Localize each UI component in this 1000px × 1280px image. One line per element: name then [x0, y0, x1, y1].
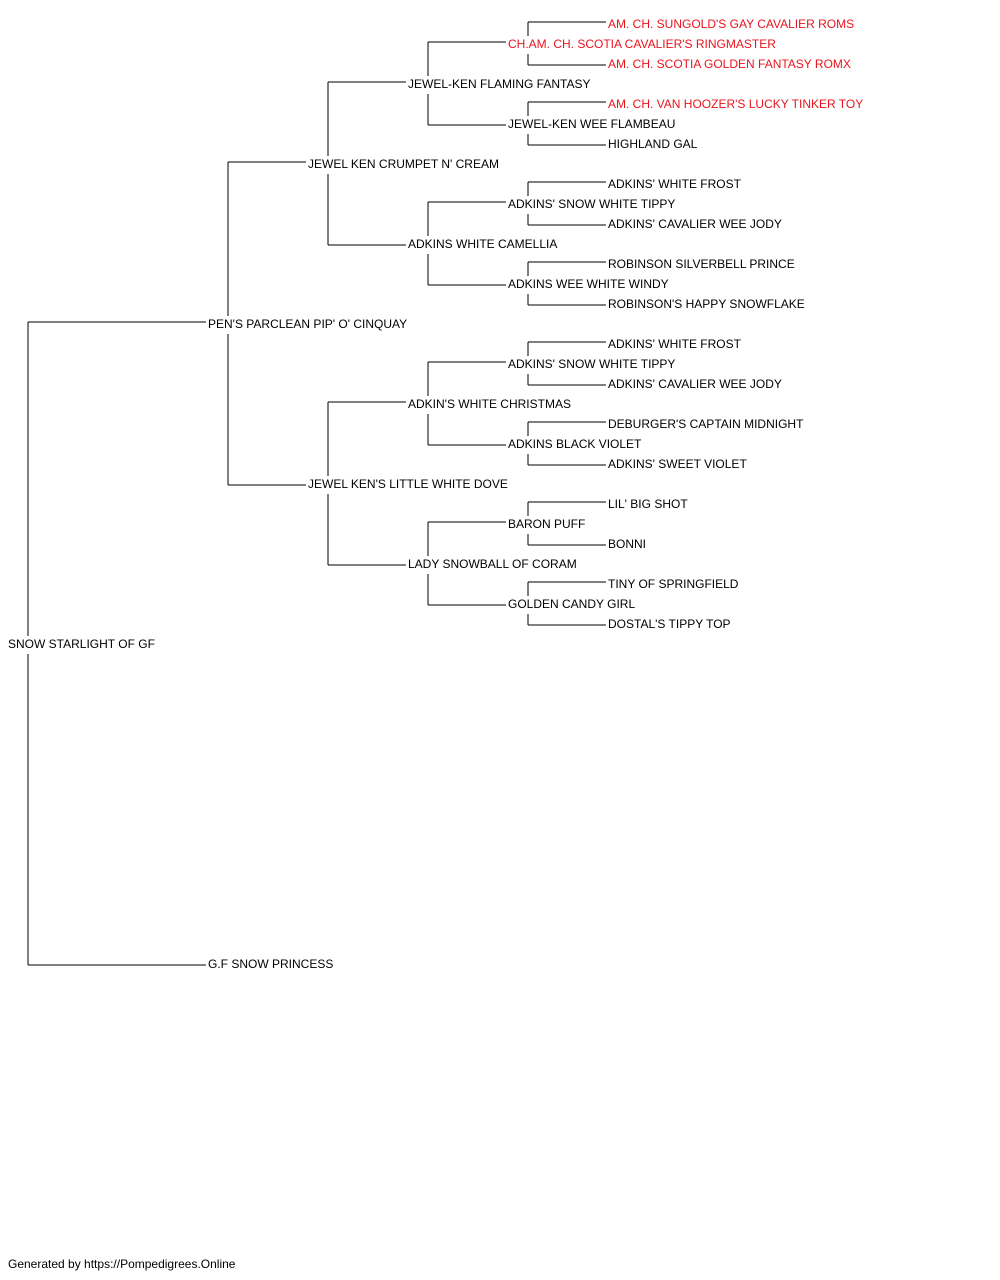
pedigree-name: ADKIN'S WHITE CHRISTMAS — [408, 397, 571, 411]
pedigree-name: DEBURGER'S CAPTAIN MIDNIGHT — [608, 417, 804, 431]
pedigree-name: ADKINS' CAVALIER WEE JODY — [608, 377, 782, 391]
pedigree-name: ADKINS WEE WHITE WINDY — [508, 277, 669, 291]
pedigree-name: JEWEL KEN CRUMPET N' CREAM — [308, 157, 499, 171]
pedigree-name: ADKINS' WHITE FROST — [608, 177, 742, 191]
pedigree-name: ADKINS' SNOW WHITE TIPPY — [508, 357, 675, 371]
generated-by-footer: Generated by https://Pompedigrees.Online — [8, 1257, 236, 1271]
pedigree-name: LIL' BIG SHOT — [608, 497, 688, 511]
pedigree-name: AM. CH. SCOTIA GOLDEN FANTASY ROMX — [608, 57, 851, 71]
pedigree-name: ADKINS' SNOW WHITE TIPPY — [508, 197, 675, 211]
pedigree-name: JEWEL KEN'S LITTLE WHITE DOVE — [308, 477, 508, 491]
pedigree-name: BONNI — [608, 537, 646, 551]
pedigree-name: ROBINSON SILVERBELL PRINCE — [608, 257, 795, 271]
pedigree-name: ADKINS' WHITE FROST — [608, 337, 742, 351]
pedigree-name: PEN'S PARCLEAN PIP' O' CINQUAY — [208, 317, 407, 331]
pedigree-name: TINY OF SPRINGFIELD — [608, 577, 739, 591]
pedigree-name: DOSTAL'S TIPPY TOP — [608, 617, 731, 631]
pedigree-name: AM. CH. SUNGOLD'S GAY CAVALIER ROMS — [608, 17, 854, 31]
pedigree-name: JEWEL-KEN FLAMING FANTASY — [408, 77, 590, 91]
pedigree-name: ROBINSON'S HAPPY SNOWFLAKE — [608, 297, 805, 311]
pedigree-name: G.F SNOW PRINCESS — [208, 957, 333, 971]
pedigree-name: GOLDEN CANDY GIRL — [508, 597, 635, 611]
pedigree-name: HIGHLAND GAL — [608, 137, 698, 151]
pedigree-name: LADY SNOWBALL OF CORAM — [408, 557, 577, 571]
pedigree-name: ADKINS' CAVALIER WEE JODY — [608, 217, 782, 231]
pedigree-name: CH.AM. CH. SCOTIA CAVALIER'S RINGMASTER — [508, 37, 776, 51]
pedigree-name: AM. CH. VAN HOOZER'S LUCKY TINKER TOY — [608, 97, 863, 111]
pedigree-name: BARON PUFF — [508, 517, 585, 531]
pedigree-name: ADKINS' SWEET VIOLET — [608, 457, 747, 471]
pedigree-name: JEWEL-KEN WEE FLAMBEAU — [508, 117, 675, 131]
pedigree-name: ADKINS BLACK VIOLET — [508, 437, 642, 451]
pedigree-name: SNOW STARLIGHT OF GF — [8, 637, 155, 651]
pedigree-name: ADKINS WHITE CAMELLIA — [408, 237, 557, 251]
